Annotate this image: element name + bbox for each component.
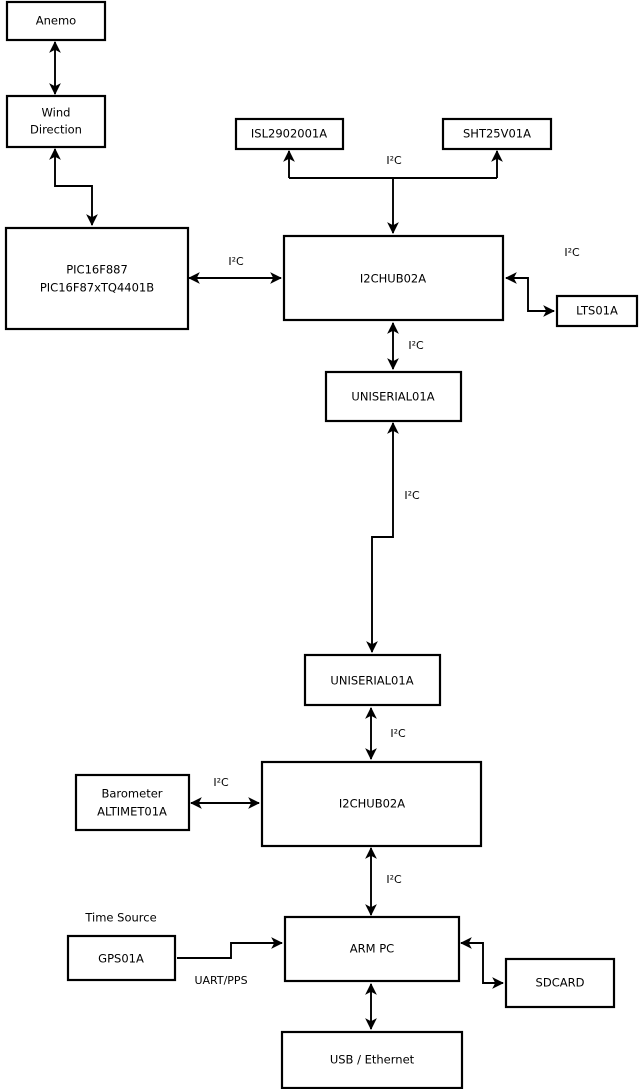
node-wind-direction[interactable]: Wind Direction <box>5 94 107 149</box>
edge-label-i2c-uni-uni: I²C <box>404 489 420 502</box>
node-uniserial01a-top-label: UNISERIAL01A <box>351 390 434 404</box>
edge-unitop-unibottom <box>366 422 399 653</box>
node-gps01a-label: GPS01A <box>98 952 144 966</box>
node-arm-pc[interactable]: ARM PC <box>283 915 461 983</box>
node-sht25v01a-box[interactable] <box>441 117 553 151</box>
node-pic16f887-label-line1: PIC16F887 <box>66 263 128 277</box>
edge-gps-armpc <box>177 937 283 959</box>
node-pic16f887-box[interactable] <box>4 226 190 331</box>
node-barometer-label-line2: ALTIMET01A <box>97 805 167 819</box>
node-i2chub02a-bottom-label: I2CHUB02A <box>339 797 405 811</box>
node-isl2902001a-box[interactable] <box>234 117 345 151</box>
node-uniserial01a-bottom-box[interactable] <box>303 653 442 707</box>
node-usb-ethernet-label: USB / Ethernet <box>330 1053 415 1067</box>
node-wind-direction-label-line1: Wind <box>42 106 71 120</box>
edge-label-i2c-top-bus: I²C <box>386 154 402 167</box>
node-anemo[interactable]: Anemo <box>5 0 107 42</box>
edge-label-uart-pps: UART/PPS <box>194 974 247 987</box>
node-usb-ethernet[interactable]: USB / Ethernet <box>280 1030 464 1089</box>
node-lts01a-label: LTS01A <box>576 304 618 318</box>
edge-label-i2c-hub-uni: I²C <box>408 339 424 352</box>
node-i2chub02a-bottom[interactable]: I2CHUB02A <box>260 760 483 848</box>
edge-wind-pic <box>49 148 98 226</box>
node-anemo-label: Anemo <box>36 14 76 28</box>
edge-label-i2c-hub2-armpc: I²C <box>386 873 402 886</box>
node-wind-direction-label-line2: Direction <box>30 123 82 137</box>
node-wind-direction-box[interactable] <box>5 94 107 149</box>
node-gps01a-box[interactable] <box>66 934 177 982</box>
node-gps01a[interactable]: GPS01A <box>66 934 177 982</box>
node-anemo-box[interactable] <box>5 0 107 42</box>
node-isl2902001a[interactable]: ISL2902001A <box>234 117 345 151</box>
node-i2chub02a-top-label: I2CHUB02A <box>360 272 426 286</box>
edge-armpc-sdcard <box>460 937 504 989</box>
node-arm-pc-label: ARM PC <box>350 942 394 956</box>
node-sht25v01a-label: SHT25V01A <box>463 127 531 141</box>
edge-hubtop-lts <box>505 272 555 317</box>
node-uniserial01a-top[interactable]: UNISERIAL01A <box>324 370 463 423</box>
node-sht25v01a[interactable]: SHT25V01A <box>441 117 553 151</box>
node-sdcard[interactable]: SDCARD <box>504 957 616 1009</box>
label-time-source: Time Source <box>84 911 156 925</box>
node-uniserial01a-bottom[interactable]: UNISERIAL01A <box>303 653 442 707</box>
node-lts01a-box[interactable] <box>555 294 639 328</box>
edge-label-i2c-baro-hub2: I²C <box>213 776 229 789</box>
node-uniserial01a-top-box[interactable] <box>324 370 463 423</box>
node-barometer-label-line1: Barometer <box>101 787 162 801</box>
node-lts01a[interactable]: LTS01A <box>555 294 639 328</box>
node-i2chub02a-bottom-box[interactable] <box>260 760 483 848</box>
node-uniserial01a-bottom-label: UNISERIAL01A <box>330 674 413 688</box>
edge-label-i2c-pic-hub: I²C <box>228 255 244 268</box>
node-usb-ethernet-box[interactable] <box>280 1030 464 1089</box>
node-isl2902001a-label: ISL2902001A <box>251 127 327 141</box>
node-sdcard-box[interactable] <box>504 957 616 1009</box>
node-sdcard-label: SDCARD <box>536 976 585 990</box>
node-i2chub02a-top[interactable]: I2CHUB02A <box>282 234 505 322</box>
edge-label-i2c-hub-lts: I²C <box>564 246 580 259</box>
node-barometer-box[interactable] <box>74 773 191 832</box>
node-pic16f887[interactable]: PIC16F887 PIC16F87xTQ4401B <box>4 226 190 331</box>
node-arm-pc-box[interactable] <box>283 915 461 983</box>
node-barometer[interactable]: Barometer ALTIMET01A <box>74 773 191 832</box>
node-i2chub02a-top-box[interactable] <box>282 234 505 322</box>
edge-label-i2c-uni-hub2: I²C <box>390 727 406 740</box>
node-pic16f887-label-line2: PIC16F87xTQ4401B <box>40 281 154 295</box>
